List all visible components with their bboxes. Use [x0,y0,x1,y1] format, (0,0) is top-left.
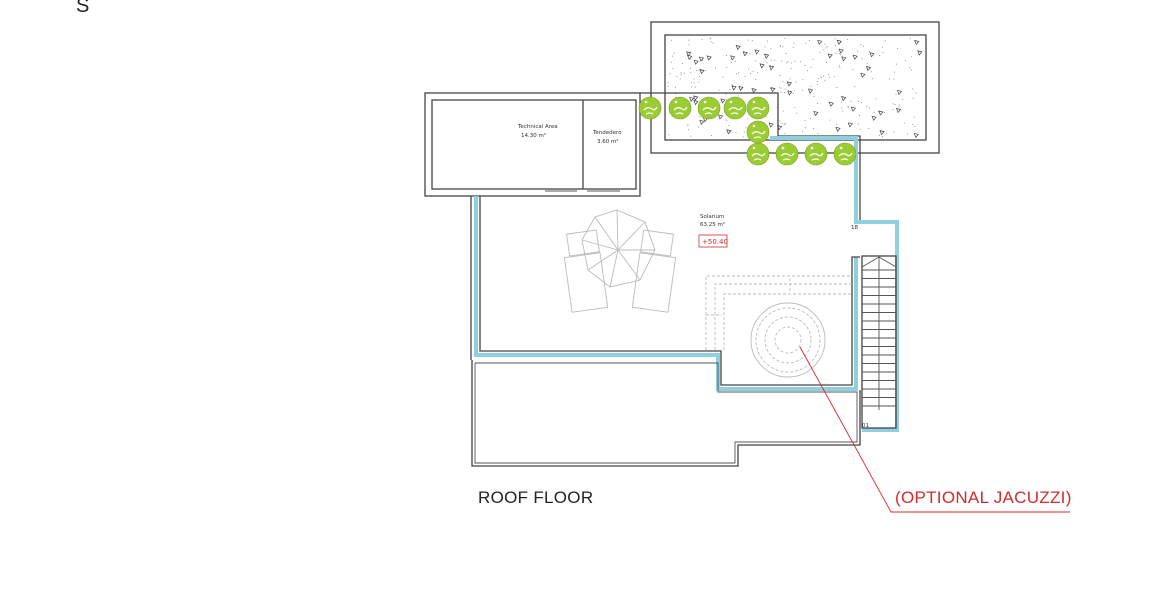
ground-cover-mark [759,63,765,69]
ground-cover-mark [768,65,775,71]
ground-cover-mark [698,56,705,62]
ground-cover-mark [841,56,847,62]
tree-icon [697,96,721,120]
staircase [861,255,897,429]
stair-step-top: 18 [851,225,858,231]
ground-cover-mark [817,39,823,46]
tree-icon [668,96,692,120]
solarium-walls [470,92,899,432]
ground-cover-mark [835,126,841,132]
ground-cover-mark [896,107,902,114]
ground-cover-mark [860,72,866,79]
ground-cover-mark [731,85,737,91]
ground-cover-mark [686,51,692,57]
ground-cover-mark [871,115,877,121]
ground-cover-mark [879,130,885,136]
ground-cover-mark [687,54,693,61]
ground-cover-mark [847,122,853,128]
trees [638,96,857,166]
ground-cover-mark [730,55,736,61]
ground-cover-mark [738,85,744,92]
ground-cover-mark [841,96,847,102]
tree-icon [746,142,770,166]
tree-icon [746,96,770,120]
tree-icon [804,142,828,166]
ground-cover-mark [754,49,760,55]
ground-cover-mark [869,52,875,58]
ground-cover-mark [852,54,858,60]
tree-icon [775,142,799,166]
ground-cover-mark [706,55,712,61]
ground-cover-mark [836,39,842,45]
room-area-tendedero: 3.60 m² [597,138,619,145]
callout-label: (OPTIONAL JACUZZI) [895,488,1072,507]
stair-step-bottom: 01 [862,423,869,429]
ground-cover-mark [689,96,695,102]
ground-cover-mark [699,119,705,125]
room-name-technical-area: Technical Area [517,124,558,130]
ground-cover-mark [693,100,699,106]
tree-icon [746,120,770,144]
garden-area [650,21,940,154]
ground-cover-mark [838,48,844,54]
ground-cover-mark [850,106,856,112]
ground-cover-mark [693,95,699,101]
room-name-tendedero: Tendedero [592,130,622,136]
room-name-solarium: Solarium [700,214,724,220]
ground-cover-mark [693,59,699,65]
ground-cover-mark [717,114,724,120]
room-area-solarium: 63.25 m² [700,221,725,228]
callout-leader [799,346,1070,513]
ground-cover-mark [913,132,919,139]
ground-cover-mark [751,87,757,94]
ground-cover-mark [786,81,792,87]
corner-letter: S [76,0,89,17]
technical-block [424,92,641,197]
level-mark: +50.40 [702,238,728,246]
ground-cover-mark [720,98,726,104]
ground-cover-mark [917,50,923,56]
ground-cover-mark [828,101,834,107]
tree-icon [833,142,857,166]
ground-cover-mark [878,110,884,116]
ground-cover-mark [807,88,814,94]
ground-cover-mark [787,90,793,96]
room-area-technical-area: 14.30 m² [521,132,546,139]
ground-cover-mark [742,51,748,57]
ground-cover-mark [726,129,732,135]
ground-cover-mark [763,53,770,59]
ground-cover-mark [770,87,776,93]
tree-icon [638,96,662,120]
ground-cover-mark [768,122,774,128]
ground-cover-mark [896,89,903,96]
tree-icon [723,96,747,120]
ground-cover-mark [813,110,819,117]
ground-cover-mark [865,66,872,72]
lower-terrace [471,360,861,467]
ground-cover-mark [914,39,920,46]
ground-cover-mark [699,69,705,75]
plan-title: ROOF FLOOR [478,488,593,507]
ground-cover-mark [735,44,741,51]
jacuzzi [705,275,853,378]
sunbeds-parasol [563,209,677,313]
ground-cover-mark [827,53,833,59]
